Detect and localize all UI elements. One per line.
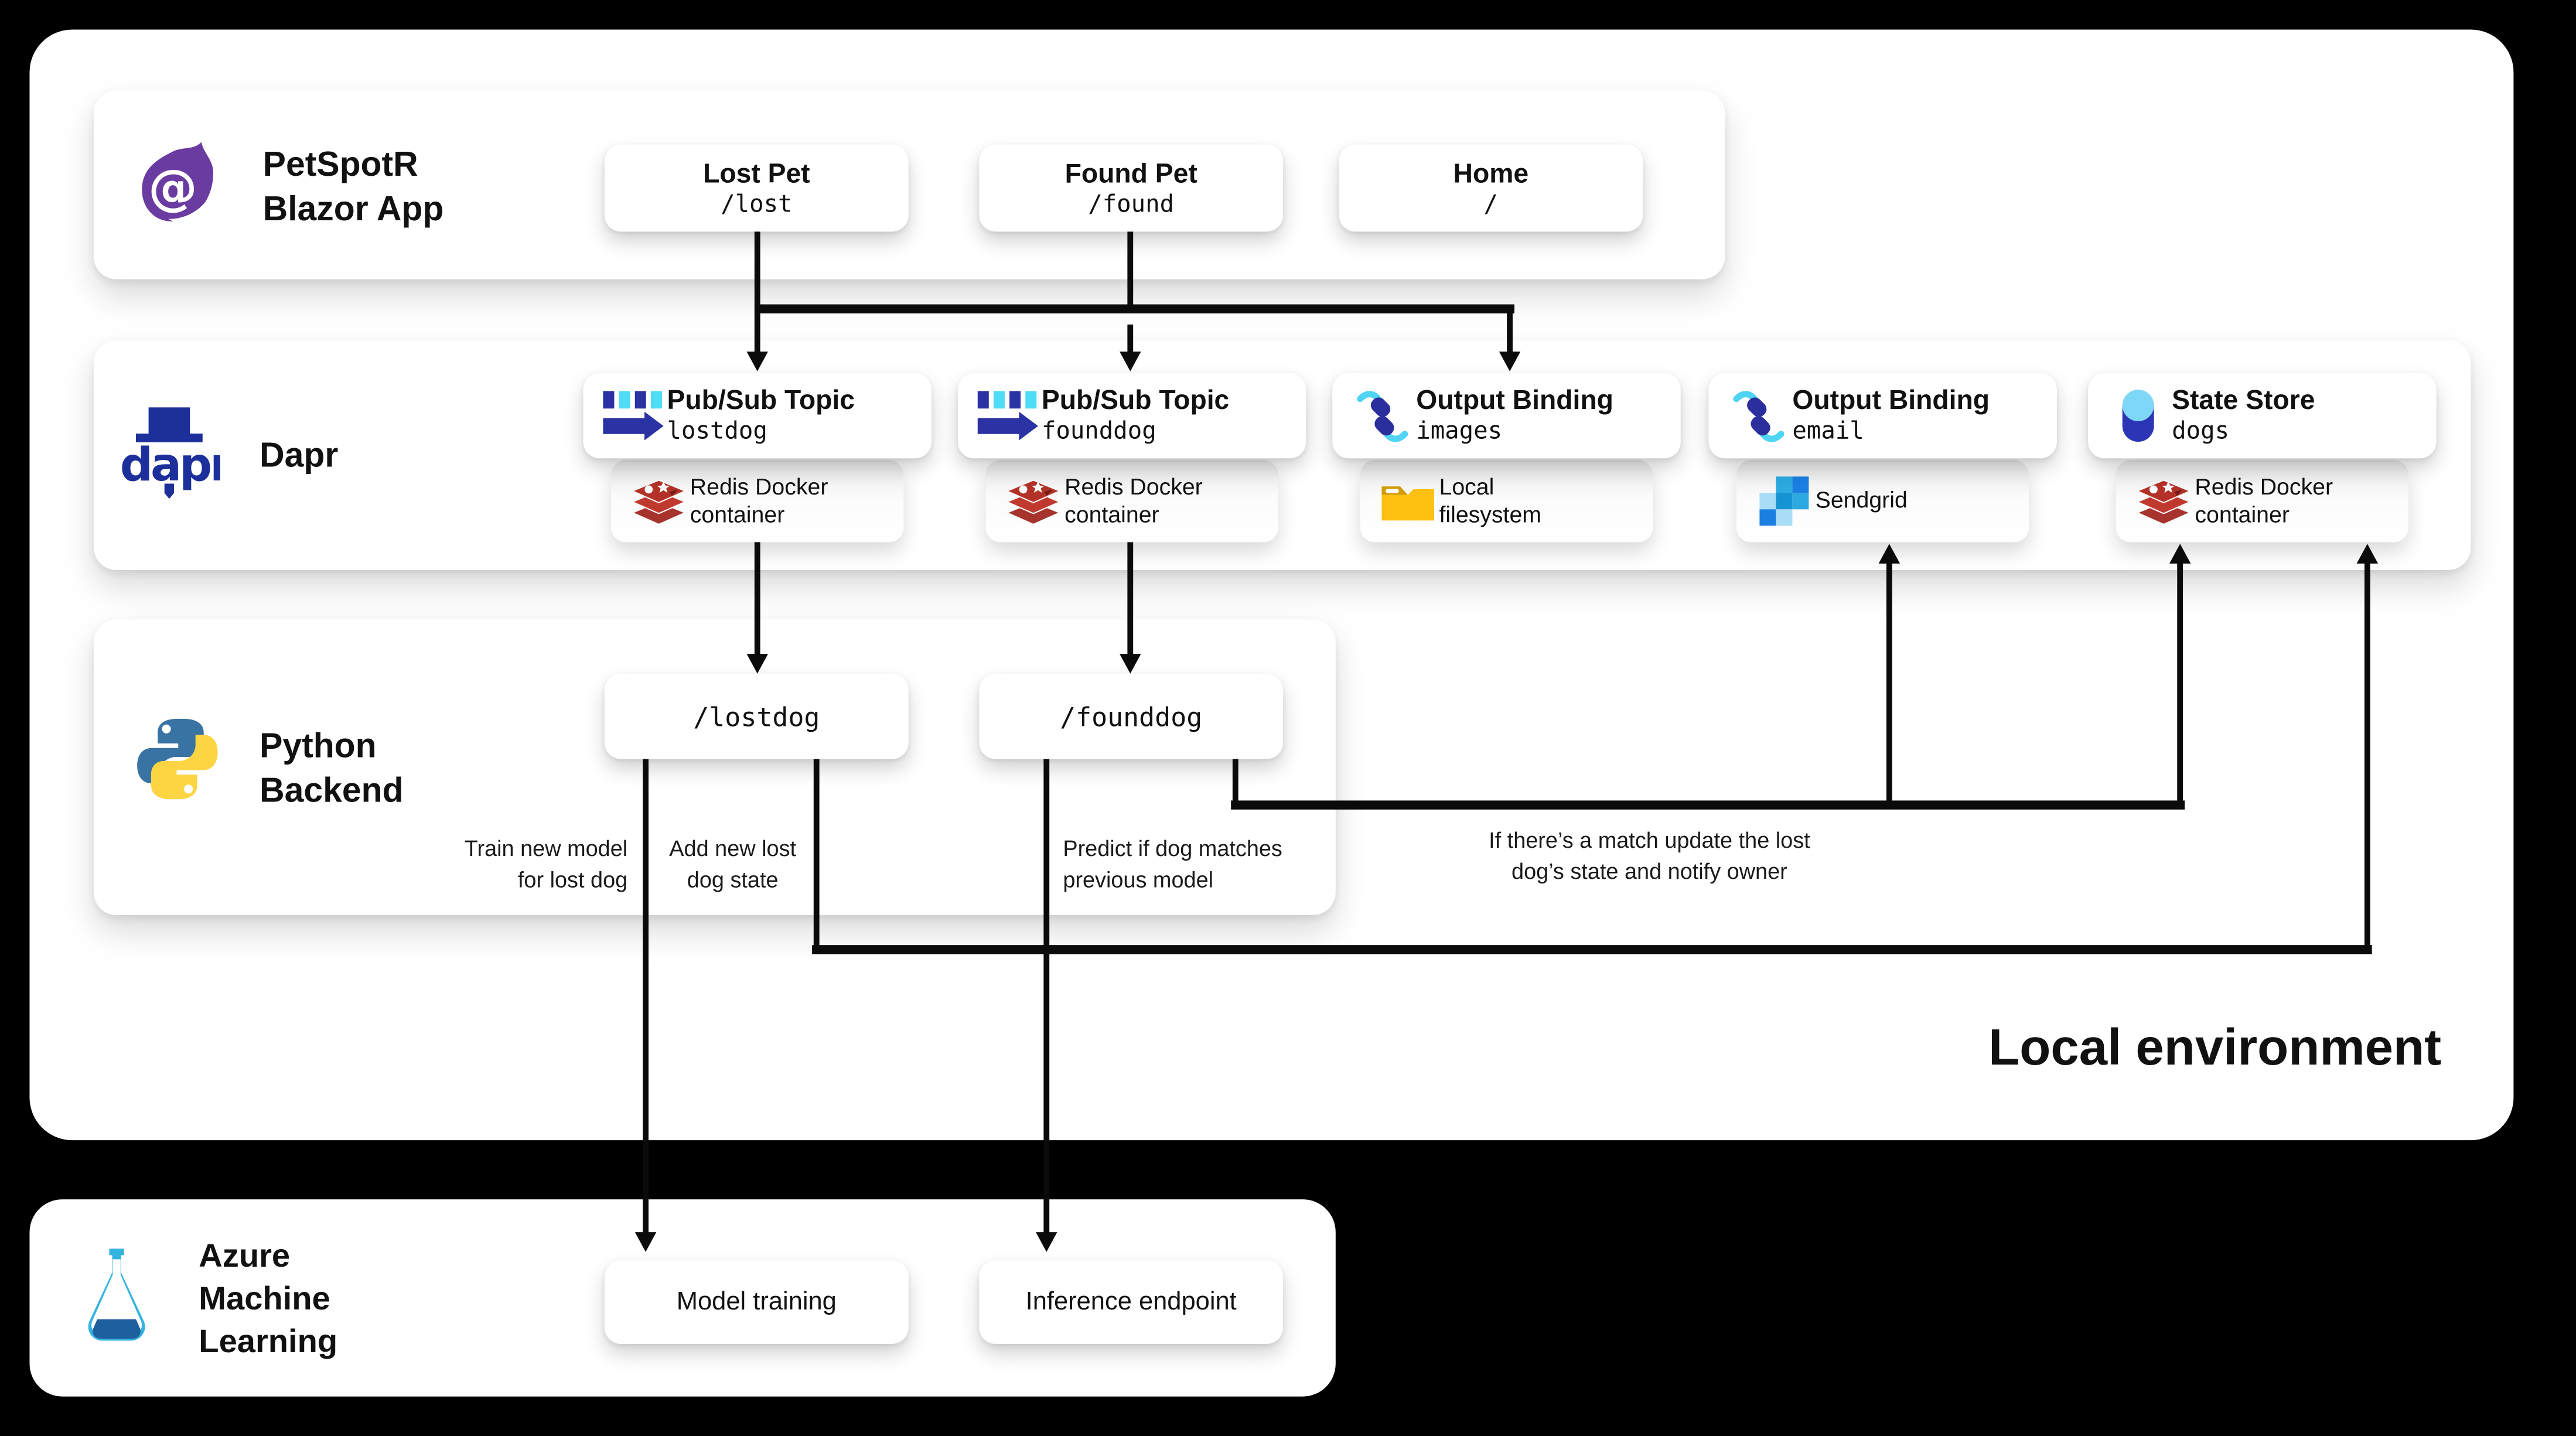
- dapr-card-pubsub-lostdog: Pub/Sub Topic lostdog: [583, 373, 932, 459]
- python-title-line1: Python: [260, 728, 377, 766]
- dapr-logo-icon: dapr: [120, 407, 220, 499]
- dapr-card-subtitle: lostdog: [667, 418, 767, 445]
- route-label: Home: [1453, 158, 1529, 189]
- backend-label-line1: Redis Docker: [690, 472, 828, 499]
- route-card-lost-pet: Lost Pet /lost: [604, 144, 909, 232]
- svg-text:@: @: [148, 159, 197, 216]
- dapr-row-title: Dapr: [260, 436, 339, 475]
- dapr-card-text: Output Binding email: [1792, 386, 1990, 446]
- dapr-card-text: Pub/Sub Topic lostdog: [667, 386, 855, 446]
- backend-card-redis-dogs: Redis Docker container: [2116, 460, 2408, 543]
- annotation-line: Predict if dog matches: [1063, 836, 1282, 861]
- dapr-card-output-binding-email: Output Binding email: [1708, 373, 2057, 459]
- dapr-card-title: Output Binding: [1416, 385, 1613, 415]
- pubsub-icon: [598, 390, 667, 441]
- azure-title-line1: Azure: [199, 1239, 291, 1275]
- azure-title-line2: Machine: [199, 1281, 330, 1318]
- annotation-line: dog’s state and notify owner: [1512, 859, 1787, 884]
- redis-icon: [1002, 475, 1065, 527]
- dapr-card-title: Output Binding: [1792, 385, 1990, 415]
- azure-ml-row-title: Azure Machine Learning: [199, 1236, 337, 1364]
- output-binding-icon: [1347, 387, 1416, 444]
- backend-card-redis-lostdog: Redis Docker container: [611, 460, 904, 543]
- azure-ml-flask-icon: [88, 1249, 145, 1341]
- dapr-card-subtitle: dogs: [2172, 418, 2230, 445]
- blazor-flame-icon: @: [142, 142, 214, 223]
- dapr-card-subtitle: email: [1792, 418, 1864, 445]
- blazor-row-title: PetSpotR Blazor App: [263, 143, 444, 231]
- backend-label-line1: Local: [1439, 472, 1495, 499]
- dapr-card-subtitle: images: [1416, 418, 1503, 445]
- route-path: /found: [1088, 191, 1175, 218]
- annotation-line: for lost dog: [517, 867, 628, 892]
- dapr-card-title: State Store: [2172, 385, 2315, 415]
- dapr-card-subtitle: founddog: [1041, 418, 1156, 445]
- python-icon: [137, 718, 218, 800]
- dapr-card-pubsub-founddog: Pub/Sub Topic founddog: [957, 373, 1306, 459]
- backend-label: Local filesystem: [1439, 472, 1541, 530]
- pubsub-icon: [973, 390, 1042, 441]
- svg-text:dapr: dapr: [120, 438, 220, 492]
- backend-label-line2: container: [1064, 501, 1159, 528]
- backend-label: Redis Docker container: [2195, 472, 2333, 530]
- backend-card-local-filesystem: Local filesystem: [1360, 460, 1653, 543]
- annotation-train-model: Train new model for lost dog: [378, 833, 627, 896]
- blazor-title-line2: Blazor App: [262, 190, 444, 228]
- endpoint-card-lostdog: /lostdog: [604, 673, 909, 759]
- state-store-icon: [2103, 387, 2172, 444]
- folder-icon: [1377, 479, 1439, 523]
- route-card-home: Home /: [1339, 144, 1643, 232]
- azure-card-inference-endpoint: Inference endpoint: [979, 1260, 1284, 1344]
- backend-label-line2: container: [2195, 501, 2290, 528]
- endpoint-card-founddog: /founddog: [979, 673, 1284, 759]
- annotation-match-notify: If there’s a match update the lost dog’s…: [1388, 825, 1911, 888]
- dapr-card-title: Pub/Sub Topic: [667, 385, 855, 415]
- annotation-line: Train new model: [464, 836, 628, 861]
- annotation-predict: Predict if dog matches previous model: [1063, 833, 1350, 896]
- backend-label-line1: Sendgrid: [1815, 486, 1908, 513]
- annotation-line: previous model: [1063, 867, 1214, 892]
- annotation-line: dog state: [687, 867, 779, 892]
- backend-label-line2: container: [690, 501, 785, 528]
- azure-card-model-training: Model training: [604, 1260, 909, 1344]
- backend-label: Sendgrid: [1816, 487, 1908, 516]
- dapr-card-title: Pub/Sub Topic: [1041, 385, 1230, 415]
- output-binding-icon: [1724, 387, 1793, 444]
- backend-card-sendgrid: Sendgrid: [1736, 460, 2029, 543]
- backend-label-line1: Redis Docker: [2195, 472, 2333, 499]
- dapr-card-text: Pub/Sub Topic founddog: [1042, 386, 1229, 446]
- route-label: Found Pet: [1064, 158, 1197, 189]
- route-path: /: [1483, 191, 1499, 218]
- dapr-card-state-store-dogs: State Store dogs: [2088, 373, 2437, 459]
- blazor-title-line1: PetSpotR: [262, 146, 418, 185]
- annotation-line: Add new lost: [669, 836, 797, 861]
- sendgrid-icon: [1753, 476, 1816, 526]
- route-card-found-pet: Found Pet /found: [979, 144, 1284, 232]
- python-row-title: Python Backend: [260, 725, 403, 813]
- annotation-line: If there’s a match update the lost: [1489, 828, 1810, 853]
- backend-card-redis-founddog: Redis Docker container: [985, 460, 1278, 543]
- redis-icon: [2133, 475, 2195, 527]
- backend-label: Redis Docker container: [1064, 472, 1203, 530]
- dapr-card-text: Output Binding images: [1416, 386, 1613, 446]
- route-path: /lost: [721, 191, 793, 218]
- route-label: Lost Pet: [703, 158, 810, 189]
- annotation-add-state: Add new lost dog state: [654, 833, 811, 896]
- redis-icon: [627, 475, 690, 527]
- azure-title-line3: Learning: [199, 1324, 338, 1360]
- python-title-line2: Backend: [260, 772, 404, 810]
- local-environment-label: Local environment: [1988, 1018, 2442, 1076]
- dapr-card-text: State Store dogs: [2172, 386, 2315, 446]
- backend-label-line2: filesystem: [1439, 501, 1541, 528]
- backend-label-line1: Redis Docker: [1064, 472, 1203, 499]
- backend-label: Redis Docker container: [690, 472, 828, 530]
- dapr-card-output-binding-images: Output Binding images: [1332, 373, 1681, 459]
